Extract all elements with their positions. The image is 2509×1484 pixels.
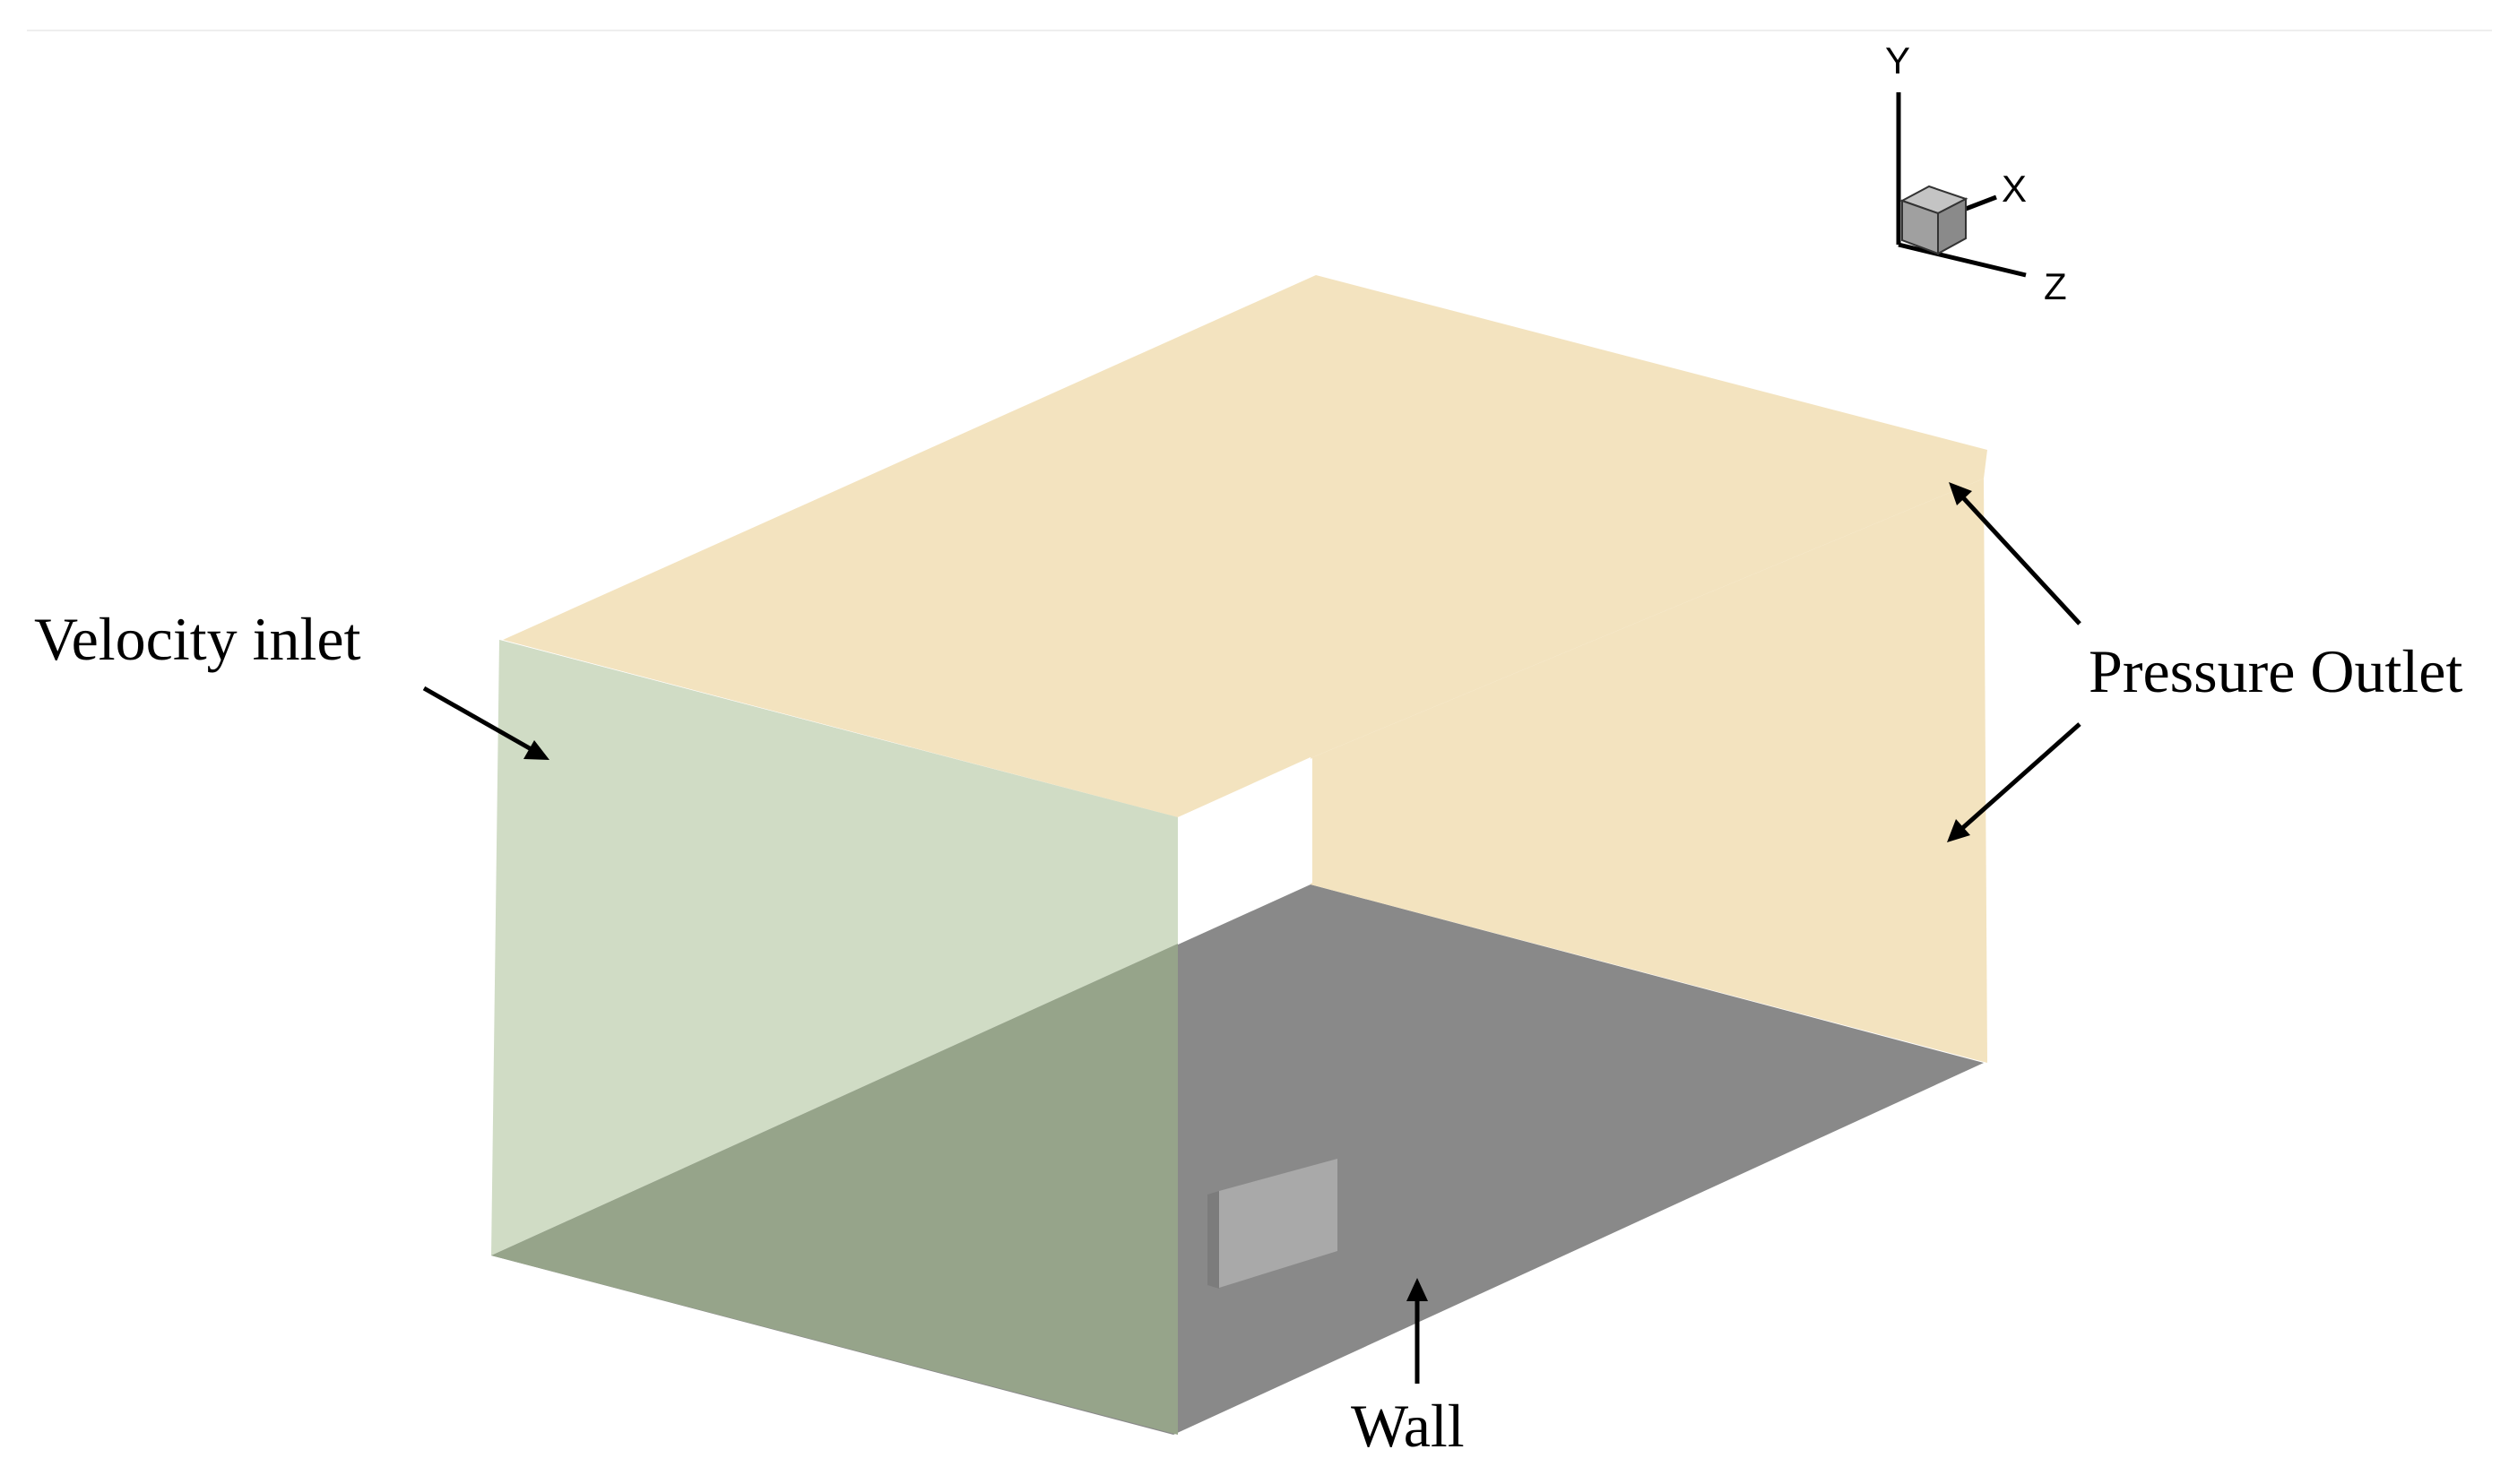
pressure-outlet-side-face [1311,479,1987,1063]
annotation-arrows [422,482,2081,1384]
velocity-inlet-arrowhead [523,740,549,760]
velocity-inlet-face-upper [499,640,1178,945]
axis-triad-icon: Y X Z [1885,39,2067,307]
wall-label: Wall [1351,1392,1465,1460]
obstacle-block-side [1207,1191,1219,1289]
pressure-outlet-label: Pressure Outlet [2089,637,2462,705]
cube-icon [1899,185,1968,255]
velocity-inlet-label: Velocity inlet [34,605,361,673]
computational-domain [491,275,1987,1435]
pressure-outlet-arrowhead-lower [1947,819,1970,842]
pressure-outlet-top-face [503,275,1987,817]
z-axis-line [1898,242,2027,278]
obstacle-block [1219,1159,1337,1288]
velocity-inlet-arrow [422,686,536,754]
pressure-outlet-arrow-lower [1958,722,2081,833]
y-axis-label: Y [1885,39,1910,82]
x-axis-label: X [2002,168,2027,210]
cube-side-face [1937,197,1967,255]
z-axis-label: Z [2044,265,2067,307]
open-gap [1178,758,1312,944]
floor-under-inlet [491,944,1178,1435]
wall-arrowhead [1406,1278,1428,1301]
pressure-outlet-arrow-upper [1958,492,2081,626]
pressure-outlet-arrowhead-upper [1949,482,1972,505]
